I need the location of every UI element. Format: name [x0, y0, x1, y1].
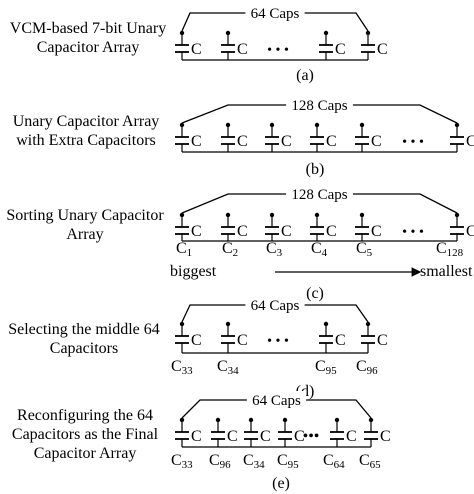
- panel-e-cap-4-label: C: [294, 428, 305, 445]
- panel-b-caption: (b): [305, 161, 325, 178]
- panel-b-caps-label-bg: [286, 96, 353, 112]
- panel-d-title-line-2: Capacitors: [49, 340, 119, 357]
- panel-b-ellipsis: • • •: [402, 135, 424, 150]
- panel-e-bottom-label-95: C95: [277, 452, 299, 471]
- panel-e-cap-6-label: C: [380, 428, 391, 445]
- panel-a-cap-2-label: C: [237, 41, 248, 58]
- panel-c-right-note: smallest: [420, 263, 473, 280]
- panel-c-cap-1-label: C: [191, 223, 202, 240]
- panel-a-title-line-1: VCM-based 7-bit Unary: [9, 20, 167, 37]
- panel-b-cap-6-label: C: [466, 133, 474, 150]
- panel-a-ellipsis: • • •: [267, 43, 289, 58]
- panel-a-caps-label: 64 Caps: [251, 6, 300, 22]
- panel-e-cap-5-label: C: [346, 428, 357, 445]
- panel-e-ellipsis: •••: [303, 428, 320, 445]
- panel-b-title-line-1: Unary Capacitor Array: [12, 113, 160, 130]
- panel-e-caption: (e): [272, 475, 290, 492]
- panel-a-caption: (a): [296, 67, 314, 84]
- panel-e-title-line-2: Capacitors as the Final: [11, 426, 159, 443]
- panel-e-bottom-label-96: C96: [209, 452, 231, 471]
- panel-e-bottom-label-64: C64: [323, 452, 345, 471]
- panel-b-cap-4-label: C: [326, 133, 337, 150]
- panel-e-bottom-label-33: C33: [171, 452, 193, 471]
- panel-d-caps-label-bg: [245, 296, 305, 312]
- panel-c-title-line-1: Sorting Unary Capacitor: [6, 207, 164, 224]
- panel-e-caps-label-bg: [246, 391, 307, 407]
- panel-d-cap-4-label: C: [377, 332, 388, 349]
- panel-a-cap-3-label: C: [335, 41, 346, 58]
- panel-c-title-line-2: Array: [66, 226, 104, 243]
- panel-d-caps-label: 64 Caps: [251, 298, 300, 314]
- panel-c-left-note: biggest: [170, 263, 217, 280]
- panel-d-bottom-label-96: C96: [356, 358, 378, 377]
- panel-b-title-line-2: with Extra Capacitors: [16, 132, 156, 149]
- panel-c-bottom-label-1: C1: [176, 240, 192, 259]
- panel-c-caps-label-bg: [286, 185, 353, 201]
- panel-c-cap-5-label: C: [371, 223, 382, 240]
- panel-a-cap-1-label: C: [191, 41, 202, 58]
- panel-a-caps-label-bg: [245, 4, 305, 20]
- panel-c-bottom-label-3: C3: [266, 240, 283, 259]
- panel-b-caps-label: 128 Caps: [291, 98, 347, 114]
- panel-d-cap-2-label: C: [237, 332, 248, 349]
- panel-d-ellipsis: • • •: [267, 334, 289, 349]
- panel-c-bottom-label-128: C128: [436, 240, 464, 259]
- panel-c-cap-3-label: C: [281, 223, 292, 240]
- panel-b-cap-2-label: C: [237, 133, 248, 150]
- panel-e-title-line-1: Reconfiguring the 64: [17, 407, 153, 424]
- panel-b-cap-5-label: C: [371, 133, 382, 150]
- panel-c-caps-label: 128 Caps: [291, 187, 347, 203]
- panel-a-cap-4-label: C: [377, 41, 388, 58]
- panel-d-bottom-label-34: C34: [217, 358, 239, 377]
- panel-c-bottom-label-5: C5: [356, 240, 373, 259]
- panel-d-cap-1-label: C: [191, 332, 202, 349]
- panel-c-cap-2-label: C: [237, 223, 248, 240]
- panel-d-cap-3-label: C: [335, 332, 346, 349]
- panel-d-bottom-label-95: C95: [315, 358, 337, 377]
- panel-c-bottom-label-2: C2: [222, 240, 238, 259]
- panel-c-ellipsis: • • •: [402, 225, 424, 240]
- panel-c-cap-4-label: C: [326, 223, 337, 240]
- panel-d-bottom-label-33: C33: [171, 358, 193, 377]
- panel-e-bottom-label-65: C65: [359, 452, 381, 471]
- panel-b-cap-3-label: C: [281, 133, 292, 150]
- panel-e-caps-label: 64 Caps: [252, 393, 301, 409]
- panel-e-cap-3-label: C: [260, 428, 271, 445]
- panel-d-title-line-1: Selecting the middle 64: [8, 321, 160, 338]
- panel-e-title-line-3: Capacitor Array: [33, 445, 137, 462]
- panel-c-cap-6-label: C: [466, 223, 474, 240]
- panel-e-cap-2-label: C: [227, 428, 238, 445]
- panel-e-cap-1-label: C: [191, 428, 202, 445]
- panel-a-title-line-2: Capacitor Array: [36, 39, 140, 56]
- panel-c-caption: (c): [306, 285, 324, 302]
- panel-c-bottom-label-4: C4: [311, 240, 328, 259]
- panel-b-cap-1-label: C: [191, 133, 202, 150]
- panel-e-bottom-label-34: C34: [243, 452, 265, 471]
